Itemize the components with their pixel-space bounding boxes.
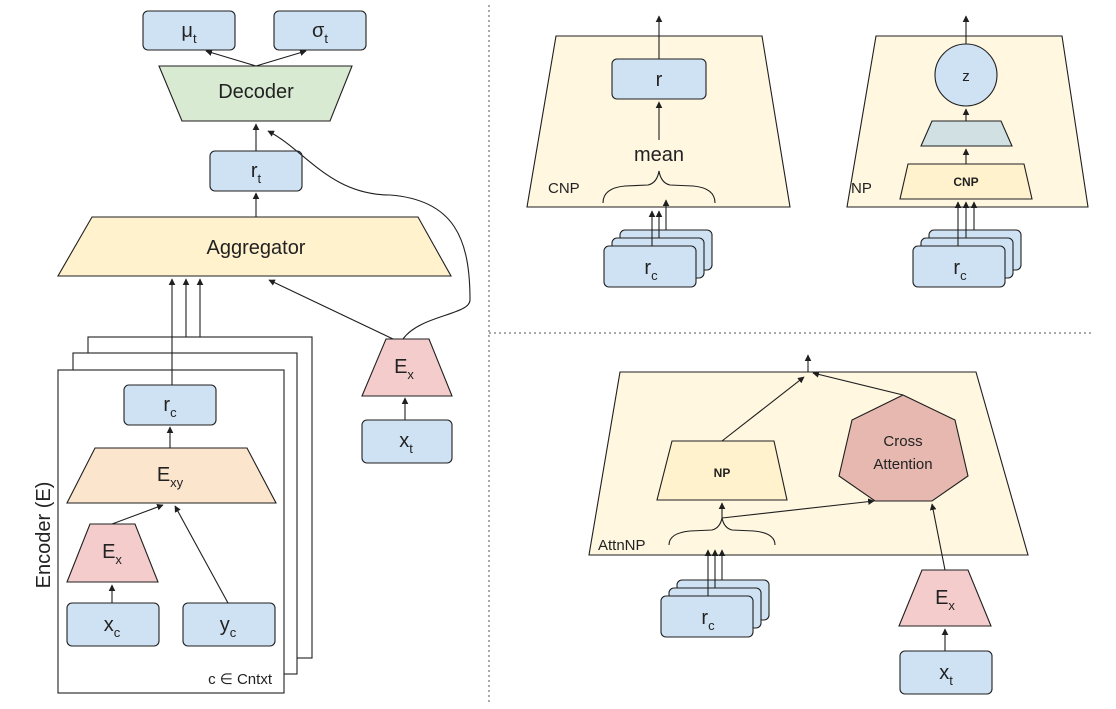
xc-box: xc xyxy=(66,602,160,647)
exy-trapezoid: Exy xyxy=(66,447,277,504)
context-rc-base: r xyxy=(163,394,170,416)
target-xt-sub: t xyxy=(409,441,413,456)
np-rc-sub: c xyxy=(960,268,967,283)
np-z-circle: z xyxy=(934,43,998,107)
cnp-arrows xyxy=(648,15,670,246)
left-arrows xyxy=(108,49,471,604)
attn-rc-base: r xyxy=(701,607,708,629)
sigma-symbol: σ xyxy=(312,20,325,42)
xc-sub: c xyxy=(114,625,121,640)
cross-attention-line2: Attention xyxy=(873,456,932,473)
cross-attention-line1: Cross xyxy=(883,433,922,450)
svg-text:rt: rt xyxy=(251,160,262,186)
aggregator-trapezoid: Aggregator xyxy=(57,216,452,277)
attn-xt-base: x xyxy=(939,662,949,684)
attn-ex-trapezoid: Ex xyxy=(898,569,992,627)
decoder-label: Decoder xyxy=(218,81,294,103)
attn-rc-stack: rc xyxy=(660,579,770,638)
context-rc-sub: c xyxy=(170,405,177,420)
np-cnp-label: CNP xyxy=(953,175,978,189)
svg-text:Exy: Exy xyxy=(157,464,184,490)
yc-sub: c xyxy=(230,625,237,640)
target-xt-box: xt xyxy=(361,419,453,464)
mu-subscript: t xyxy=(193,31,197,46)
attn-xt-box: xt xyxy=(899,650,993,695)
target-xt-base: x xyxy=(399,430,409,452)
np-z-label: z xyxy=(962,68,970,85)
svg-text:rc: rc xyxy=(644,257,658,283)
attnnp-tag: AttnNP xyxy=(598,537,646,554)
context-rc-box: rc xyxy=(123,384,217,426)
attn-ex-base: E xyxy=(935,587,948,609)
attn-ex-sub: x xyxy=(948,598,955,613)
context-ex-sub: x xyxy=(115,552,122,567)
sigma-subscript: t xyxy=(324,31,328,46)
context-ex-trapezoid: Ex xyxy=(66,523,159,583)
attn-xt-sub: t xyxy=(949,673,953,688)
svg-text:xc: xc xyxy=(104,614,121,640)
svg-text:rc: rc xyxy=(163,394,177,420)
yc-box: yc xyxy=(182,602,276,647)
context-caption: c ∈ Cntxt xyxy=(208,671,273,688)
cnp-r-label: r xyxy=(656,69,663,91)
cnp-rc-base: r xyxy=(644,257,651,279)
svg-text:xt: xt xyxy=(939,662,953,688)
attn-arrows xyxy=(704,354,949,651)
np-tag: NP xyxy=(851,180,872,197)
rt-base: r xyxy=(251,160,258,182)
np-rc-stack: rc xyxy=(912,229,1022,288)
svg-text:μt: μt xyxy=(181,20,197,46)
cnp-tag: CNP xyxy=(548,180,580,197)
mu-t-box: μt xyxy=(142,10,236,51)
rt-sub: t xyxy=(258,171,262,186)
aggregator-label: Aggregator xyxy=(207,237,306,259)
cnp-r-box: r xyxy=(611,58,707,100)
cross-attention-heptagon: Cross Attention xyxy=(838,394,969,502)
svg-text:xt: xt xyxy=(399,430,413,456)
encoder-label: Encoder (E) xyxy=(33,482,55,589)
svg-text:Ex: Ex xyxy=(394,356,414,382)
cnp-rc-sub: c xyxy=(651,268,658,283)
svg-text:Ex: Ex xyxy=(102,541,122,567)
np-rc-base: r xyxy=(953,257,960,279)
rt-box: rt xyxy=(209,150,303,192)
np-arrows xyxy=(954,15,978,246)
attn-rc-sub: c xyxy=(708,618,715,633)
cnp-mean-label: mean xyxy=(634,144,684,166)
svg-text:σt: σt xyxy=(312,20,328,46)
svg-text:rc: rc xyxy=(701,607,715,633)
sigma-t-box: σt xyxy=(273,10,367,51)
svg-text:yc: yc xyxy=(220,614,237,640)
cnp-rc-stack: rc xyxy=(603,229,713,288)
target-ex-trapezoid: Ex xyxy=(361,338,453,397)
exy-base: E xyxy=(157,464,170,486)
attn-np-trapezoid: NP xyxy=(656,440,788,501)
np-latent-trapezoid xyxy=(920,120,1013,147)
svg-text:Ex: Ex xyxy=(935,587,955,613)
exy-sub: xy xyxy=(170,475,184,490)
decoder-trapezoid: Decoder xyxy=(158,65,353,122)
context-ex-base: E xyxy=(102,541,115,563)
target-ex-sub: x xyxy=(407,367,414,382)
yc-base: y xyxy=(220,614,230,636)
target-ex-base: E xyxy=(394,356,407,378)
xc-base: x xyxy=(104,614,114,636)
mu-symbol: μ xyxy=(181,20,193,42)
cnp-brace xyxy=(602,170,716,204)
attn-np-label: NP xyxy=(714,466,731,480)
svg-text:rc: rc xyxy=(953,257,967,283)
np-cnp-trapezoid: CNP xyxy=(899,163,1033,200)
